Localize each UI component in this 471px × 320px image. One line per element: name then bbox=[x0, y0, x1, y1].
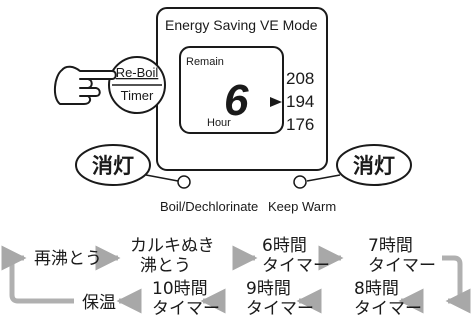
flow-karuki-line1: カルキぬき bbox=[130, 236, 215, 256]
hour-label: Hour bbox=[207, 117, 231, 129]
flow-9h-line1: 9時間 bbox=[246, 279, 291, 299]
left-lamp-badge bbox=[75, 144, 151, 186]
flow-8h-line2: タイマー bbox=[354, 299, 422, 319]
keep-warm-label: Keep Warm bbox=[268, 199, 336, 214]
right-lamp-text: 消灯 bbox=[353, 154, 395, 178]
temp-176: 176 bbox=[286, 115, 314, 134]
ve-mode-label: VE Mode bbox=[260, 17, 318, 33]
loop-down-line bbox=[442, 255, 471, 314]
temperature-pointer-icon bbox=[270, 97, 282, 107]
energy-saving-label: Energy Saving bbox=[165, 17, 256, 33]
lcd-display bbox=[179, 46, 284, 134]
flow-10h-line1: 10時間 bbox=[152, 279, 208, 299]
flow-7h-line2: タイマー bbox=[368, 256, 436, 276]
reboil-label: Re-Boil bbox=[116, 65, 159, 80]
flow-8h-line1: 8時間 bbox=[354, 279, 399, 299]
flow-reboil: 再沸とう bbox=[34, 249, 102, 269]
reboil-timer-button[interactable]: Re-Boil Timer bbox=[108, 56, 166, 114]
boil-dechlorinate-label: Boil/Dechlorinate bbox=[160, 199, 258, 214]
lcd-digit: 6 bbox=[224, 76, 249, 125]
remain-label: Remain bbox=[186, 56, 224, 68]
flow-7h-line1: 7時間 bbox=[368, 236, 413, 256]
flow-9h-line2: タイマー bbox=[246, 299, 314, 319]
temp-208: 208 bbox=[286, 69, 314, 88]
loop-return-line bbox=[1, 245, 74, 304]
temp-194: 194 bbox=[286, 92, 314, 111]
flow-karuki-line2: 沸とう bbox=[140, 256, 191, 276]
left-lamp-text: 消灯 bbox=[92, 154, 134, 178]
timer-label: Timer bbox=[121, 88, 154, 103]
keep-warm-lamp bbox=[293, 175, 307, 189]
boil-dechlorinate-lamp bbox=[177, 175, 191, 189]
flow-10h-line2: タイマー bbox=[152, 299, 220, 319]
pressing-hand-icon bbox=[54, 65, 117, 105]
right-lamp-badge bbox=[336, 144, 412, 186]
flow-6h-line1: 6時間 bbox=[262, 236, 307, 256]
flow-6h-line2: タイマー bbox=[262, 256, 330, 276]
flow-hoon: 保温 bbox=[82, 293, 116, 313]
